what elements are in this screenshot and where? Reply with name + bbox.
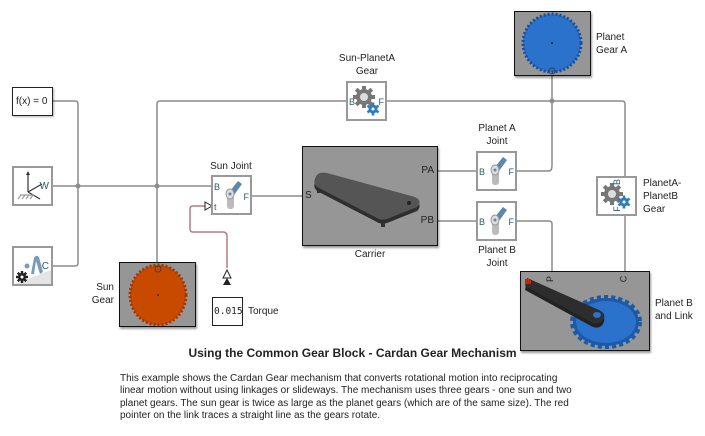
sun-planet-gear-block[interactable]: B F — [346, 81, 387, 121]
sun-gear-block[interactable] — [119, 262, 196, 327]
port-c: C — [618, 275, 629, 283]
port-b: B — [214, 182, 221, 192]
planet-b-joint-block[interactable]: B F — [476, 201, 517, 241]
planet-a-joint-label-2: Joint — [486, 136, 508, 147]
port-f: F — [378, 97, 385, 107]
torque-value: 0.015 — [214, 306, 243, 317]
planet-b-link-label-2: and Link — [655, 311, 693, 322]
wire-planetgearA-planetAjoint — [516, 76, 553, 172]
solver-label: f(x) = 0 — [16, 96, 48, 107]
port-f: F — [243, 192, 250, 202]
port-f: F — [508, 167, 515, 177]
revolute-joint-icon — [490, 207, 507, 235]
solver-configuration-block[interactable]: f(x) = 0 — [12, 87, 53, 116]
planet-b-joint-label-1: Planet B — [478, 245, 516, 256]
port-b: B — [479, 217, 486, 227]
junction-dot — [154, 183, 160, 189]
gear-constraint-icon — [353, 86, 380, 116]
planet-gear-a-label-2: Gear A — [596, 45, 628, 56]
port-pa: PA — [421, 165, 434, 176]
port-b: B — [612, 178, 623, 186]
port-t: t — [214, 202, 217, 212]
planet-planet-gear-label-2: PlanetB — [643, 191, 679, 202]
model-title: Using the Common Gear Block - Cardan Gea… — [188, 346, 517, 360]
port-f: F — [508, 217, 515, 227]
model-description: This example shows the Cardan Gear mecha… — [120, 373, 572, 421]
sun-gear-label-1: Sun — [96, 282, 114, 293]
carrier-block[interactable]: S PA PB — [302, 146, 438, 246]
carrier-label: Carrier — [354, 249, 386, 260]
wire-sunplanet-planetgear — [385, 100, 626, 176]
port-w: W — [39, 181, 49, 192]
revolute-joint-icon — [225, 181, 242, 209]
planet-gear-a-label-1: Planet — [596, 32, 625, 43]
torque-constant-block[interactable]: 0.015 — [212, 297, 243, 326]
torque-label: Torque — [248, 306, 279, 317]
input-port-arrow — [204, 201, 214, 211]
port-p: P — [545, 275, 556, 283]
wire-solver-config — [52, 100, 79, 267]
port-pb: PB — [420, 215, 434, 226]
wire-sungear-sunplanet — [156, 100, 348, 262]
sun-planet-gear-label-2: Gear — [355, 66, 379, 77]
junction-dot — [75, 183, 81, 189]
revolute-joint-icon — [490, 157, 507, 185]
output-port-arrow-filled — [223, 278, 231, 285]
output-port-arrow-open — [222, 268, 232, 279]
planet-b-link-icon — [525, 278, 642, 349]
carrier-plate-icon — [314, 172, 420, 227]
planet-a-joint-block[interactable]: B F — [476, 151, 517, 191]
gear-constraint-icon — [601, 183, 631, 209]
port-b: B — [349, 97, 356, 107]
wire-torque-signal — [189, 205, 228, 268]
wire-planetBjoint-link — [516, 220, 553, 272]
sun-gear-label-2: Gear — [91, 295, 114, 306]
planet-planet-gear-label-1: PlanetA- — [643, 178, 682, 189]
planet-planet-gear-block[interactable]: B F — [596, 176, 637, 216]
port-c: C — [41, 261, 49, 272]
sun-gear-icon — [128, 263, 188, 327]
planet-gear-a-icon — [521, 12, 583, 75]
planet-gear-a-block[interactable] — [514, 11, 591, 76]
port-s: S — [305, 190, 312, 201]
port-f: F — [611, 206, 622, 212]
world-frame-block[interactable]: W — [12, 166, 53, 206]
sun-joint-label: Sun Joint — [210, 161, 252, 172]
planet-planet-gear-label-3: Gear — [643, 204, 666, 215]
robot-arm-icon — [14, 255, 51, 284]
planet-a-joint-label-1: Planet A — [478, 123, 516, 134]
sun-joint-block[interactable]: B F t — [211, 175, 252, 215]
junction-dot — [549, 98, 555, 104]
sun-planet-gear-label-1: Sun-PlanetA — [338, 53, 396, 64]
planet-b-link-label-1: Planet B — [655, 298, 693, 309]
planet-b-link-block[interactable]: P C — [520, 271, 650, 351]
world-frame-icon — [17, 171, 43, 200]
mechanism-configuration-block[interactable]: C — [12, 246, 53, 286]
planet-b-joint-label-2: Joint — [486, 258, 508, 269]
port-b: B — [479, 167, 486, 177]
